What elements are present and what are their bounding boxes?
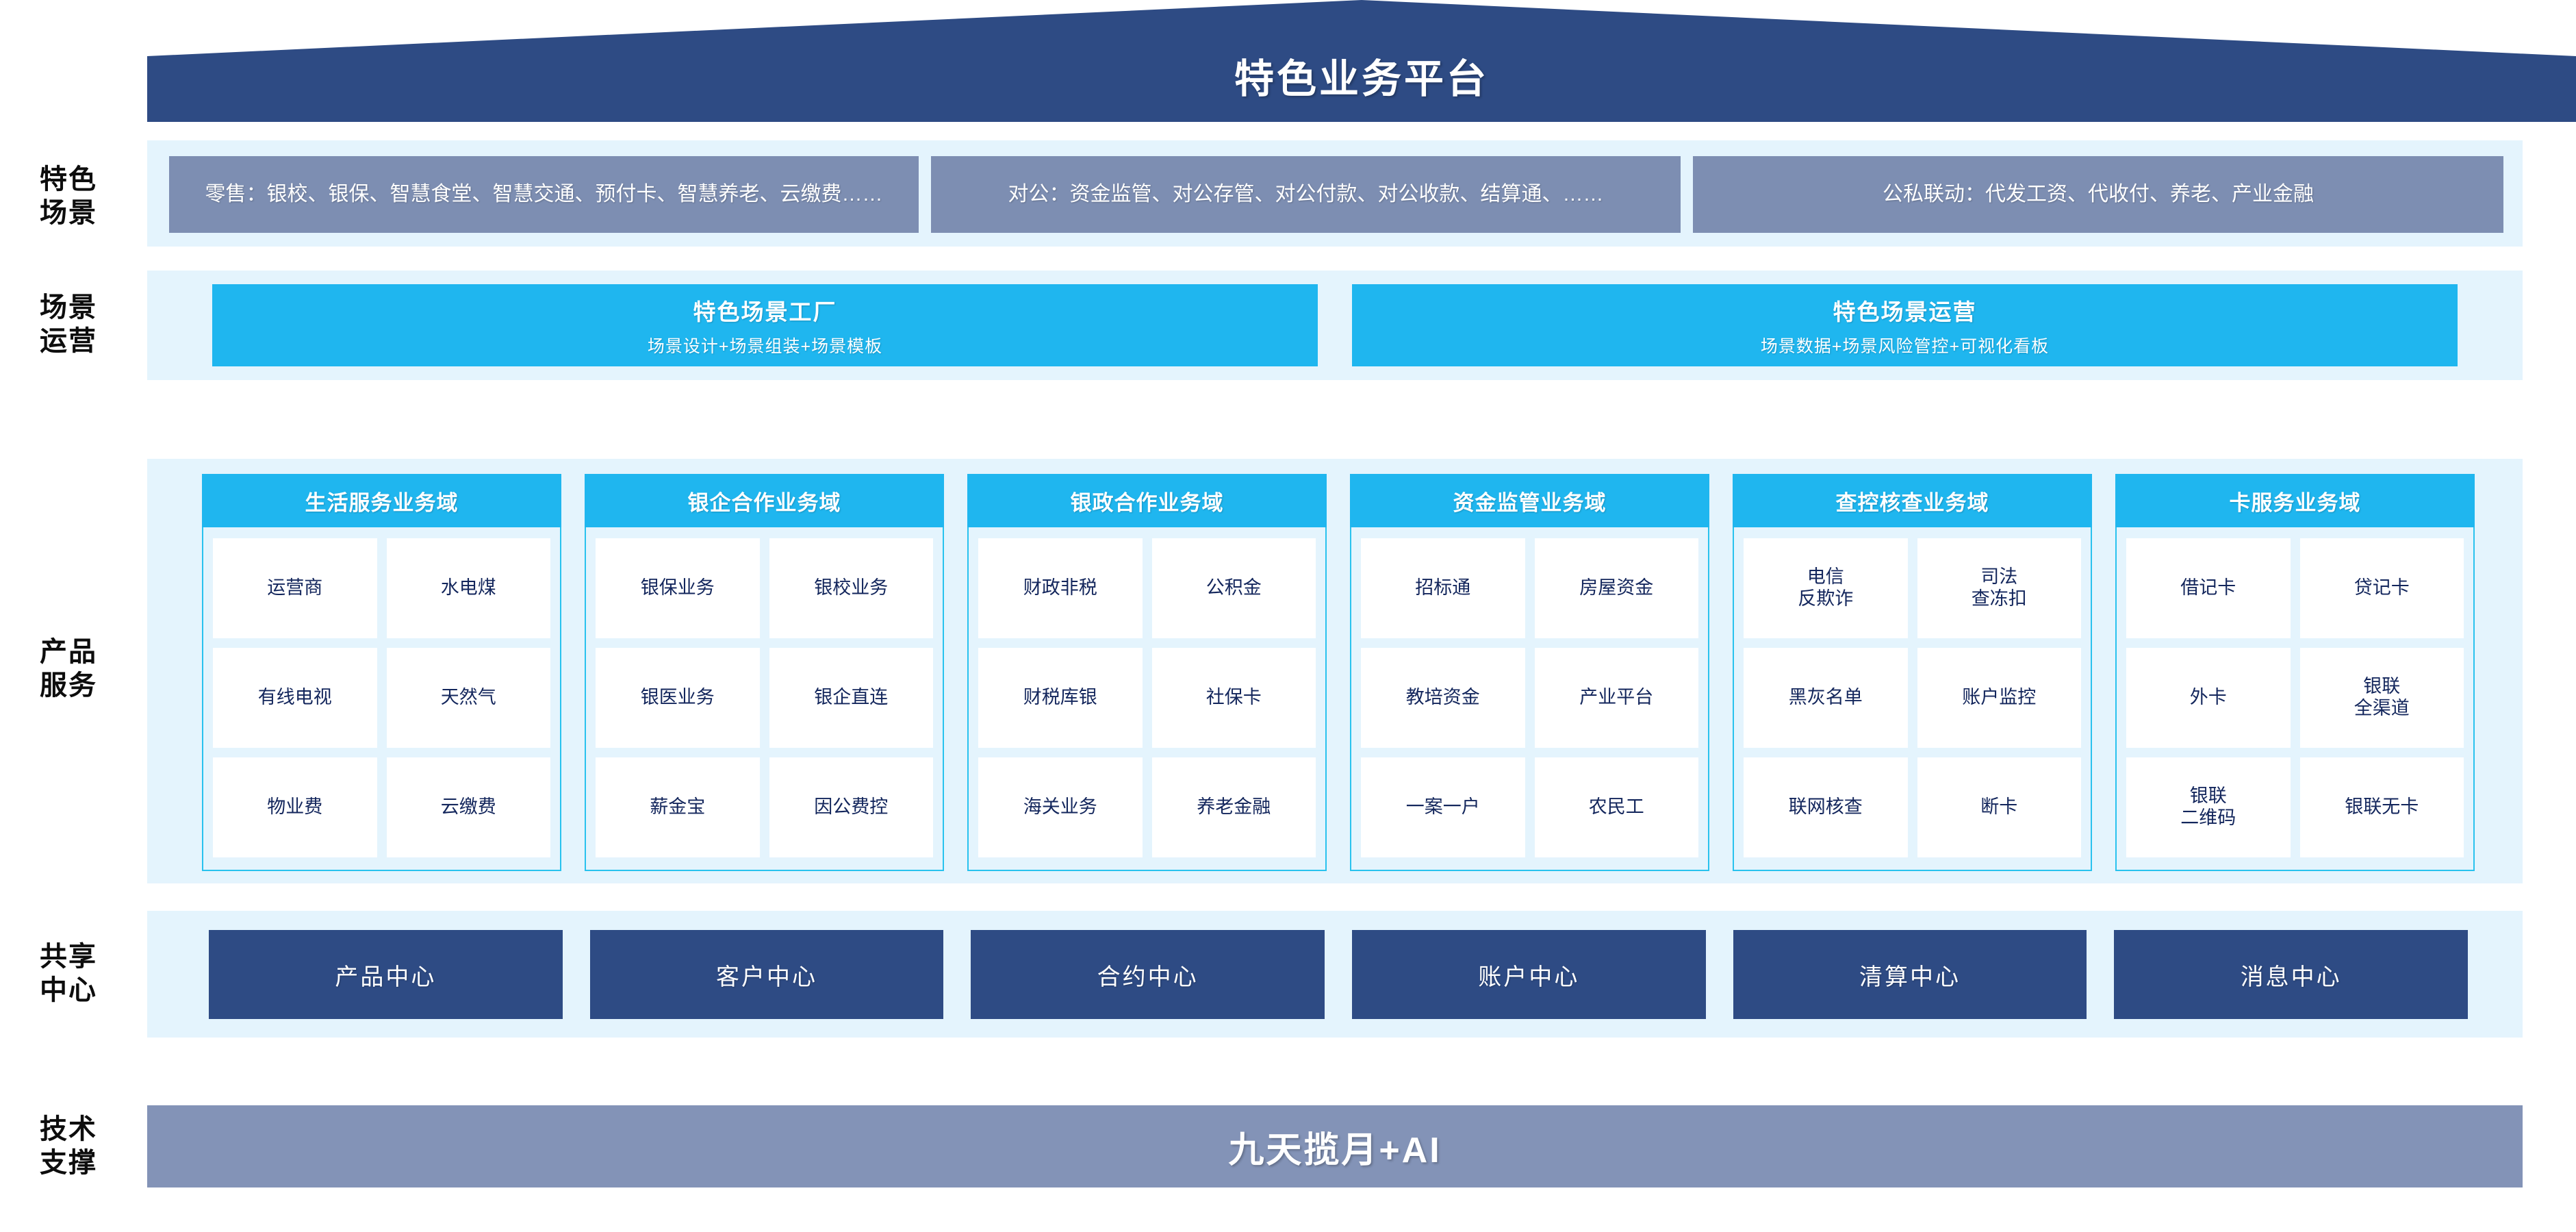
- domain-header: 生活服务业务域: [202, 474, 561, 527]
- domain-item[interactable]: 外卡: [2126, 648, 2291, 748]
- domain-card-fund-supervision[interactable]: 资金监管业务域 招标通 房屋资金 教培资金 产业平台 一案一户 农民工: [1350, 474, 1709, 871]
- domain-item[interactable]: 联网核查: [1744, 757, 1908, 857]
- operations-subtitle: 场景设计+场景组装+场景模板: [647, 336, 883, 356]
- rail-label-operations: 场景 运营: [40, 292, 97, 356]
- domain-header: 银企合作业务域: [585, 474, 944, 527]
- domain-item[interactable]: 公积金: [1151, 538, 1316, 638]
- operations-row: 特色场景工厂 场景设计+场景组装+场景模板 特色场景运营 场景数据+场景风险管控…: [212, 284, 2458, 366]
- rail-label-products: 产品 服务: [40, 637, 97, 701]
- shared-center-customer[interactable]: 客户中心: [589, 930, 944, 1019]
- domain-item[interactable]: 海关业务: [978, 757, 1143, 857]
- rail-label-tech: 技术 支撑: [40, 1114, 97, 1178]
- domain-item[interactable]: 天然气: [386, 648, 550, 748]
- domain-item[interactable]: 账户监控: [1917, 648, 2081, 748]
- shared-center-contract[interactable]: 合约中心: [971, 930, 1325, 1019]
- domain-card-bank-enterprise[interactable]: 银企合作业务域 银保业务 银校业务 银医业务 银企直连 薪金宝 因公费控: [585, 474, 944, 871]
- domain-card-bank-government[interactable]: 银政合作业务域 财政非税 公积金 财税库银 社保卡 海关业务 养老金融: [967, 474, 1327, 871]
- shared-center-account[interactable]: 账户中心: [1352, 930, 1706, 1019]
- domain-item-grid: 招标通 房屋资金 教培资金 产业平台 一案一户 农民工: [1350, 527, 1709, 871]
- domain-header: 银政合作业务域: [967, 474, 1327, 527]
- domain-header: 资金监管业务域: [1350, 474, 1709, 527]
- domain-item[interactable]: 银保业务: [596, 538, 760, 638]
- domain-item[interactable]: 房屋资金: [1534, 538, 1698, 638]
- operations-box-run[interactable]: 特色场景运营 场景数据+场景风险管控+可视化看板: [1352, 284, 2458, 366]
- domain-item[interactable]: 银联无卡: [2299, 757, 2464, 857]
- domain-item[interactable]: 养老金融: [1151, 757, 1316, 857]
- product-domains-row: 生活服务业务域 运营商 水电煤 有线电视 天然气 物业费 云缴费 银企合作业务域…: [202, 474, 2475, 871]
- roof-shape: [147, 0, 2576, 122]
- domain-item[interactable]: 黑灰名单: [1744, 648, 1908, 748]
- domain-item[interactable]: 薪金宝: [596, 757, 760, 857]
- domain-item[interactable]: 银企直连: [769, 648, 933, 748]
- domain-item-grid: 电信 反欺诈 司法 查冻扣 黑灰名单 账户监控 联网核查 断卡: [1733, 527, 2092, 871]
- domain-item[interactable]: 水电煤: [386, 538, 550, 638]
- domain-item[interactable]: 运营商: [213, 538, 377, 638]
- domain-card-investigation-control[interactable]: 查控核查业务域 电信 反欺诈 司法 查冻扣 黑灰名单 账户监控 联网核查 断卡: [1733, 474, 2092, 871]
- domain-item-grid: 运营商 水电煤 有线电视 天然气 物业费 云缴费: [202, 527, 561, 871]
- domain-header: 查控核查业务域: [1733, 474, 2092, 527]
- rail-label-scenario: 特色 场景: [40, 164, 97, 228]
- operations-box-factory[interactable]: 特色场景工厂 场景设计+场景组装+场景模板: [212, 284, 1318, 366]
- domain-item[interactable]: 银医业务: [596, 648, 760, 748]
- domain-item-grid: 银保业务 银校业务 银医业务 银企直连 薪金宝 因公费控: [585, 527, 944, 871]
- domain-item[interactable]: 银联 全渠道: [2299, 648, 2464, 748]
- domain-item[interactable]: 教培资金: [1361, 648, 1525, 748]
- domain-item[interactable]: 贷记卡: [2299, 538, 2464, 638]
- domain-item[interactable]: 银校业务: [769, 538, 933, 638]
- scenario-box-linkage[interactable]: 公私联动：代发工资、代收付、养老、产业金融: [1693, 156, 2503, 233]
- shared-center-product[interactable]: 产品中心: [209, 930, 563, 1019]
- domain-header: 卡服务业务域: [2115, 474, 2475, 527]
- domain-item[interactable]: 财税库银: [978, 648, 1143, 748]
- domain-item[interactable]: 社保卡: [1151, 648, 1316, 748]
- domain-item[interactable]: 有线电视: [213, 648, 377, 748]
- scenario-box-corporate[interactable]: 对公：资金监管、对公存管、对公付款、对公收款、结算通、……: [931, 156, 1681, 233]
- shared-centers-row: 产品中心 客户中心 合约中心 账户中心 清算中心 消息中心: [209, 930, 2469, 1019]
- domain-item[interactable]: 财政非税: [978, 538, 1143, 638]
- domain-item[interactable]: 云缴费: [386, 757, 550, 857]
- operations-title: 特色场景运营: [1833, 299, 1977, 325]
- domain-item[interactable]: 物业费: [213, 757, 377, 857]
- platform-roof-banner: 特色业务平台: [147, 0, 2576, 130]
- domain-item[interactable]: 招标通: [1361, 538, 1525, 638]
- domain-card-life-service[interactable]: 生活服务业务域 运营商 水电煤 有线电视 天然气 物业费 云缴费: [202, 474, 561, 871]
- domain-item[interactable]: 银联 二维码: [2126, 757, 2291, 857]
- domain-card-card-service[interactable]: 卡服务业务域 借记卡 贷记卡 外卡 银联 全渠道 银联 二维码 银联无卡: [2115, 474, 2475, 871]
- shared-center-message[interactable]: 消息中心: [2114, 930, 2469, 1019]
- domain-item[interactable]: 一案一户: [1361, 757, 1525, 857]
- operations-subtitle: 场景数据+场景风险管控+可视化看板: [1760, 336, 2050, 356]
- shared-center-clearing[interactable]: 清算中心: [1733, 930, 2087, 1019]
- domain-item[interactable]: 电信 反欺诈: [1744, 538, 1908, 638]
- domain-item[interactable]: 断卡: [1917, 757, 2081, 857]
- scenario-box-retail[interactable]: 零售：银校、银保、智慧食堂、智慧交通、预付卡、智慧养老、云缴费……: [169, 156, 919, 233]
- scenario-row: 零售：银校、银保、智慧食堂、智慧交通、预付卡、智慧养老、云缴费…… 对公：资金监…: [169, 156, 2503, 233]
- domain-item[interactable]: 农民工: [1534, 757, 1698, 857]
- domain-item[interactable]: 产业平台: [1534, 648, 1698, 748]
- domain-item[interactable]: 因公费控: [769, 757, 933, 857]
- domain-item-grid: 借记卡 贷记卡 外卡 银联 全渠道 银联 二维码 银联无卡: [2115, 527, 2475, 871]
- tech-support-bar[interactable]: 九天揽月+AI: [147, 1105, 2523, 1187]
- rail-label-shared: 共享 中心: [40, 942, 97, 1005]
- domain-item[interactable]: 司法 查冻扣: [1917, 538, 2081, 638]
- operations-title: 特色场景工厂: [693, 299, 837, 325]
- domain-item[interactable]: 借记卡: [2126, 538, 2291, 638]
- domain-item-grid: 财政非税 公积金 财税库银 社保卡 海关业务 养老金融: [967, 527, 1327, 871]
